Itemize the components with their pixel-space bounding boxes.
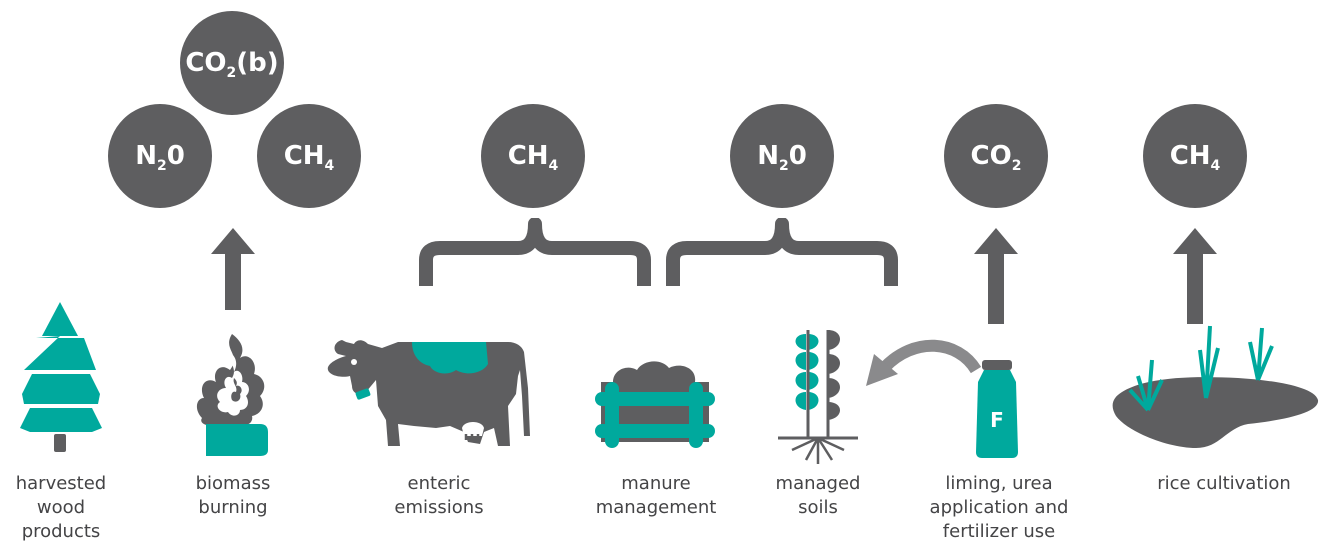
- curly-brace-icon: [419, 218, 651, 286]
- ch4-enteric-circle: CH4: [481, 104, 585, 208]
- gas-label: CH4: [1169, 141, 1221, 174]
- fire-icon: [196, 334, 268, 456]
- n2o-burning-circle: N20: [108, 104, 212, 208]
- gas-label: N20: [757, 141, 807, 174]
- n2o-soils-circle: N20: [730, 104, 834, 208]
- ch4-rice-circle: CH4: [1143, 104, 1247, 208]
- gas-label: N20: [135, 141, 185, 174]
- tree-icon: [20, 302, 102, 452]
- ch4-burning-circle: CH4: [257, 104, 361, 208]
- label-rice-cultivation: rice cultivation: [1157, 473, 1291, 494]
- transfer-arrow-icon: [866, 339, 982, 386]
- manure-crate-icon: [595, 361, 715, 448]
- gas-label: CO2(b): [185, 48, 279, 81]
- wheat-plant-icon: [778, 330, 858, 464]
- up-arrow-icon: [974, 228, 1018, 324]
- co2-liming-circle: CO2: [944, 104, 1048, 208]
- up-arrow-icon: [1173, 228, 1217, 324]
- up-arrow-icon: [211, 228, 255, 310]
- gas-label: CH4: [507, 141, 559, 174]
- fertilizer-bottle-icon: [976, 360, 1018, 458]
- cow-icon: [327, 340, 530, 446]
- co2-biomass-circle: CO2(b): [180, 11, 284, 115]
- gas-label: CH4: [283, 141, 335, 174]
- gas-label: CO2: [970, 141, 1022, 174]
- curly-brace-icon: [666, 218, 898, 286]
- rice-field-icon: [1112, 325, 1319, 448]
- fertilizer-letter: F: [990, 408, 1004, 432]
